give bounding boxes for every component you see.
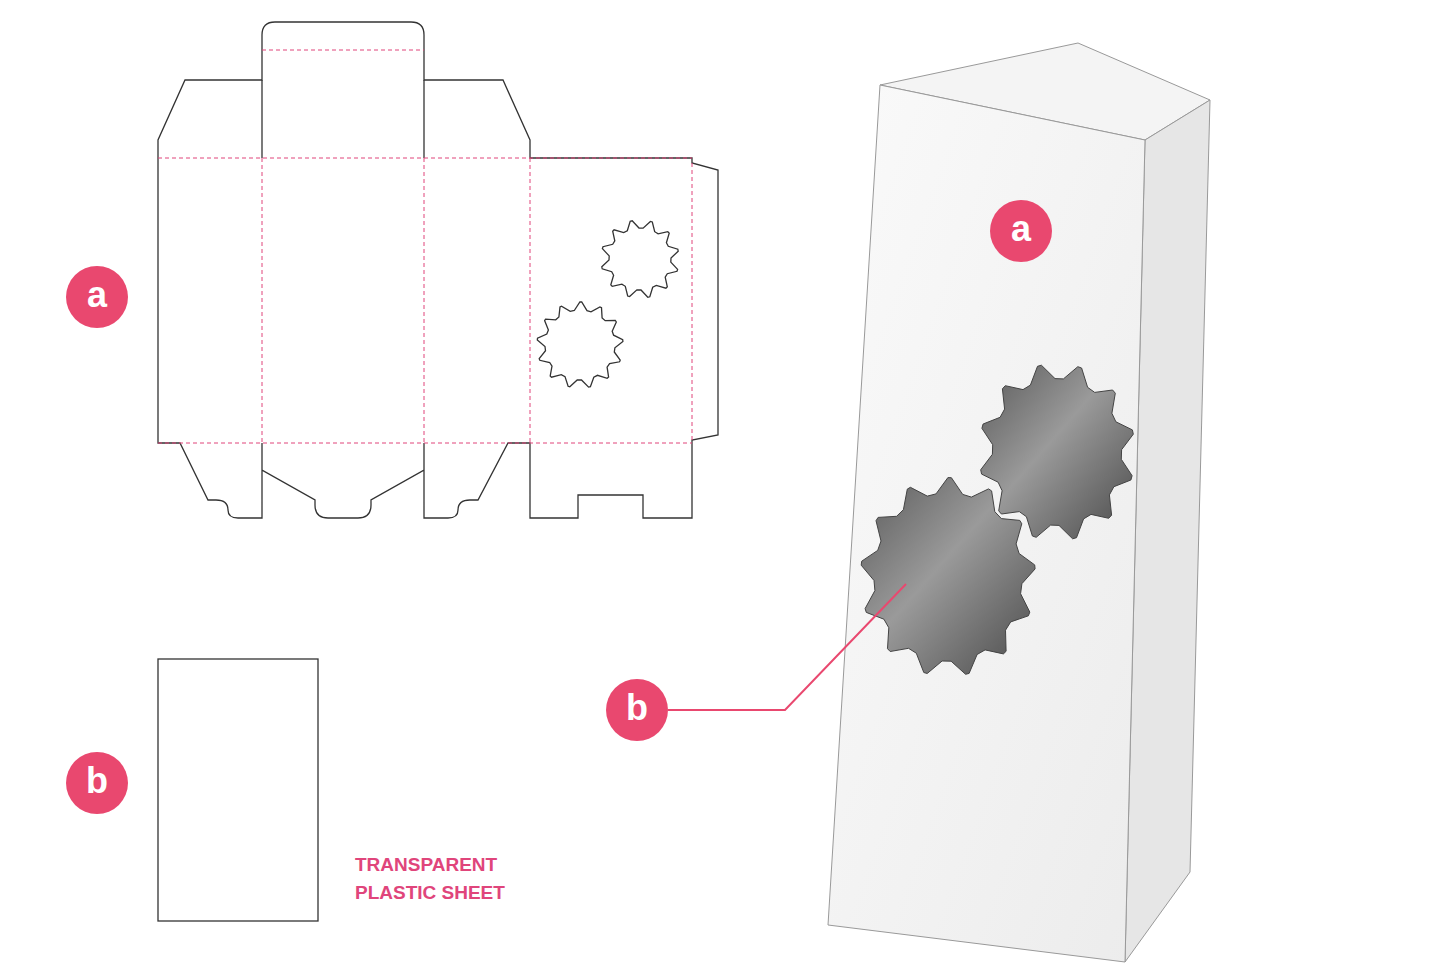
callout-letter: b (626, 690, 648, 726)
box-3d (828, 43, 1210, 962)
note-label: TRANSPARENT PLASTIC SHEET (355, 851, 570, 906)
dieline (158, 22, 718, 518)
gear-window-cutouts (537, 221, 678, 387)
leader-line (668, 584, 906, 710)
gear-shape (602, 221, 678, 297)
callout-circle: a (66, 266, 128, 328)
callout-circle: b (606, 679, 668, 741)
fold-lines (158, 50, 692, 443)
callout-letter: a (1011, 211, 1031, 247)
gear-windows (861, 365, 1133, 674)
gear-shape (537, 302, 623, 387)
callout-letter: a (87, 277, 107, 313)
plastic-sheet (158, 659, 318, 921)
gear-shape (861, 478, 1035, 675)
callout-letter: b (86, 763, 108, 799)
gear-shape (981, 365, 1134, 539)
callout-circle: b (66, 752, 128, 814)
callout-circle: a (990, 200, 1052, 262)
